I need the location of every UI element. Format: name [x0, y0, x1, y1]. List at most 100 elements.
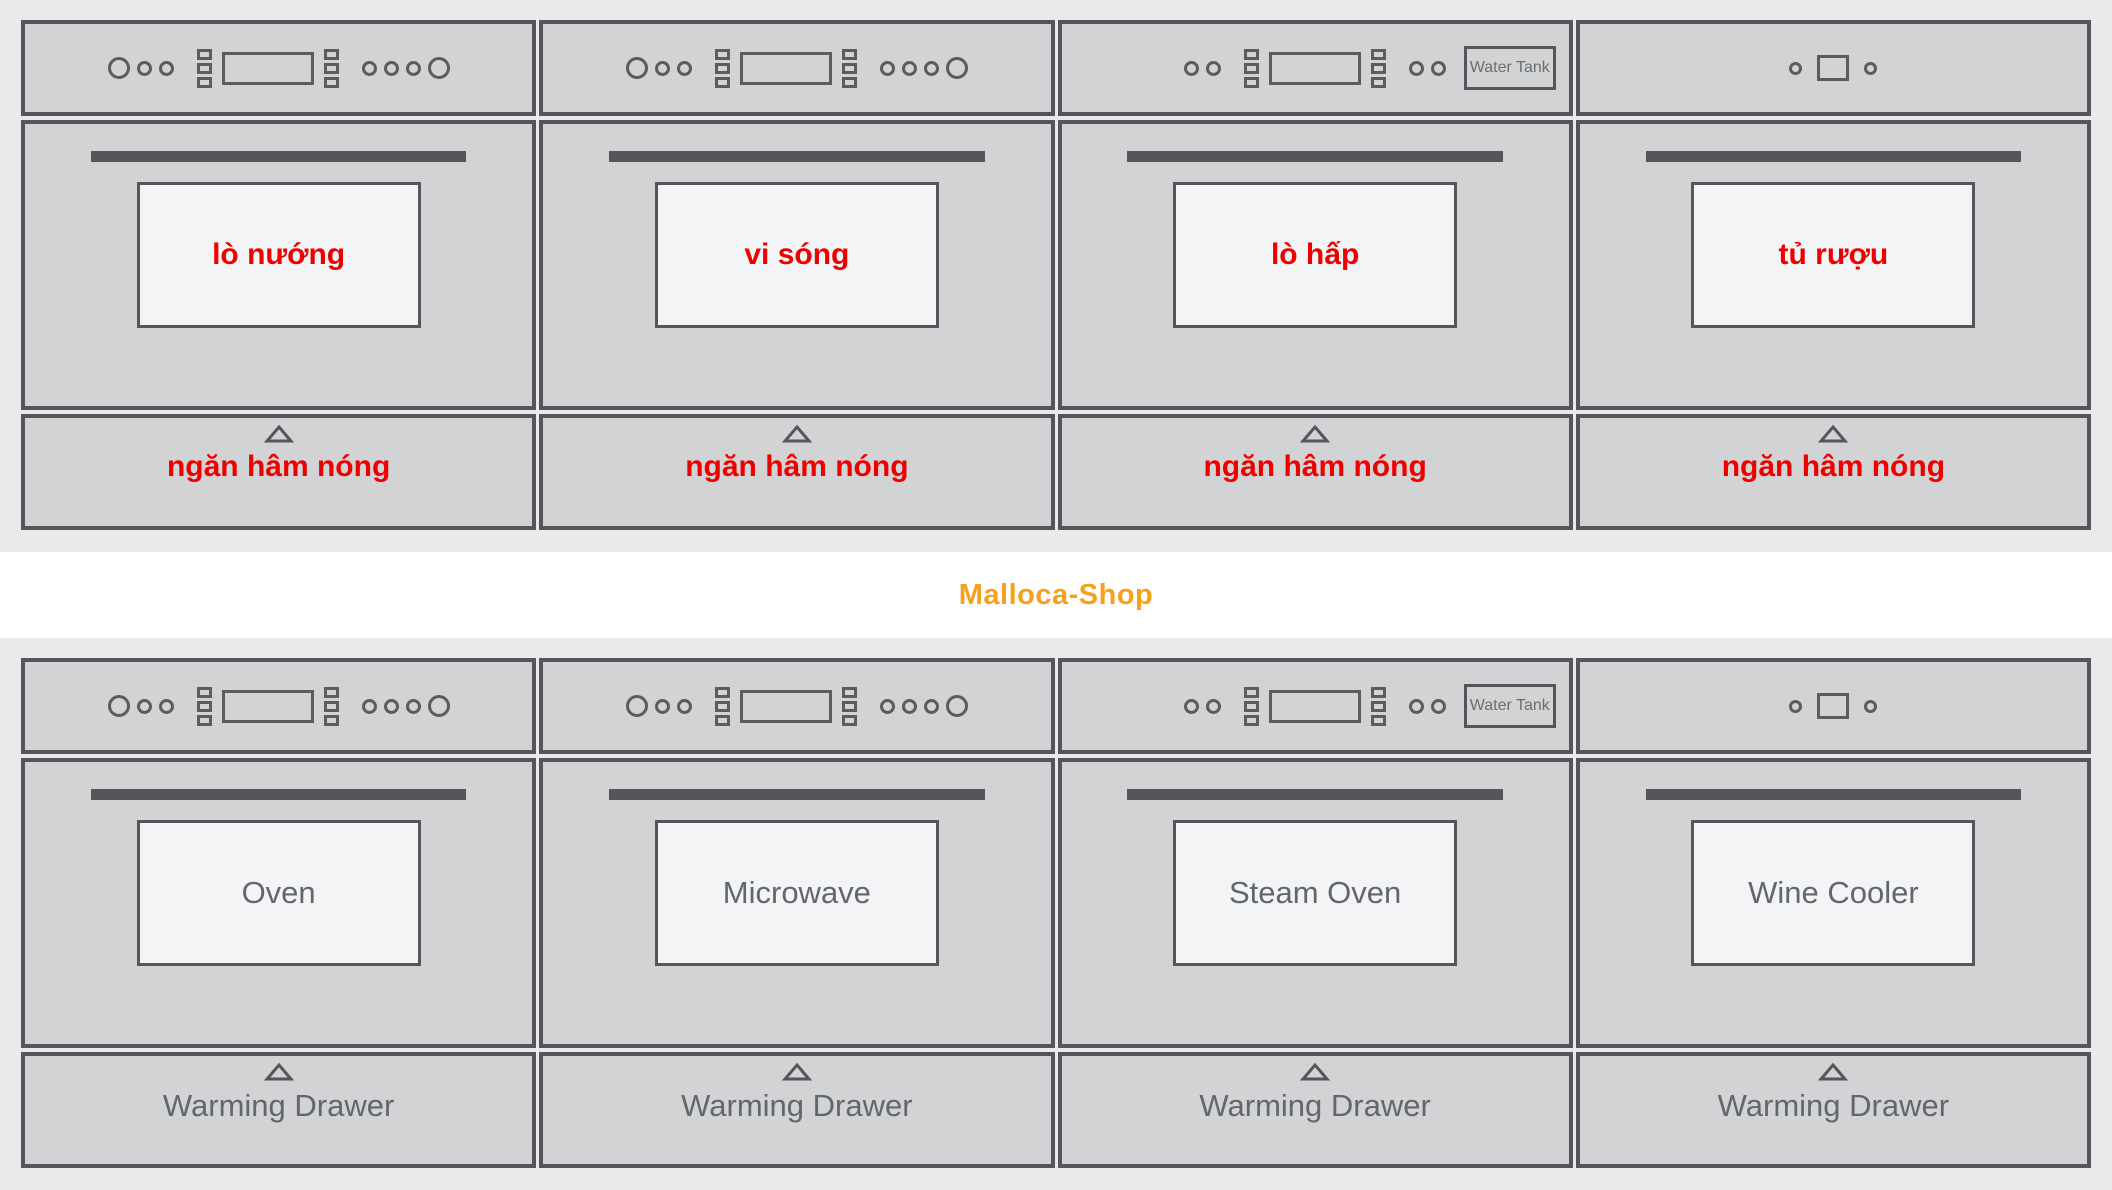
button-icon: [1184, 60, 1200, 76]
control-panel-section: [1575, 658, 2091, 754]
appliance-row-vietnamese: lò nướng ngăn hâm nóng vi sóng ngăn hâm …: [21, 20, 2091, 530]
display-screen: [739, 51, 832, 85]
door-label: Oven: [241, 875, 316, 910]
button-stack-icon: [714, 48, 730, 88]
water-tank-badge: Water Tank: [1463, 46, 1556, 90]
drawer-label: Warming Drawer: [1717, 1088, 1950, 1123]
door-label: vi sóng: [744, 238, 850, 271]
button-icon: [1409, 60, 1425, 76]
button-icon: [383, 698, 399, 714]
drawer-arrow-icon: [263, 424, 294, 443]
door-window: lò nướng: [136, 182, 421, 328]
drawer-label: Warming Drawer: [162, 1088, 395, 1123]
button-icon: [923, 698, 939, 714]
warming-drawer-section: ngăn hâm nóng: [1575, 414, 2091, 530]
door-label: Steam Oven: [1228, 875, 1402, 910]
warming-drawer-section: ngăn hâm nóng: [1057, 414, 1573, 530]
appliance-panel-wine-cooler: Wine Cooler Warming Drawer: [1575, 658, 2091, 1168]
door-handle: [1127, 789, 1503, 800]
control-panel-section: [539, 658, 1055, 754]
control-group: [361, 695, 450, 717]
control-group: [625, 695, 692, 717]
control-group: [107, 695, 174, 717]
warming-drawer-section: Warming Drawer: [21, 1052, 537, 1168]
door-window: Steam Oven: [1173, 820, 1458, 966]
button-stack-icon: [323, 48, 339, 88]
button-icon: [676, 60, 692, 76]
warming-drawer-section: ngăn hâm nóng: [539, 414, 1055, 530]
button-stack-icon: [196, 48, 212, 88]
control-group: [1244, 48, 1387, 88]
warming-drawer-section: ngăn hâm nóng: [21, 414, 537, 530]
control-group: [625, 57, 692, 79]
control-panel-section: [1575, 20, 2091, 116]
button-icon: [901, 698, 917, 714]
door-handle: [1645, 789, 2022, 800]
button-icon: [1431, 60, 1447, 76]
control-group: [1184, 60, 1222, 76]
button-stack-icon: [841, 48, 857, 88]
button-icon: [136, 698, 152, 714]
control-panel-section: Water Tank: [1057, 658, 1573, 754]
appliance-panel-steam-oven: Water Tank lò hấp ngăn hâm nóng: [1057, 20, 1573, 530]
knob-icon: [427, 57, 450, 79]
control-icons: [107, 48, 450, 88]
button-icon: [1789, 699, 1803, 713]
door-window: tủ rượu: [1691, 182, 1976, 328]
button-icon: [676, 698, 692, 714]
control-group: [714, 48, 857, 88]
button-icon: [923, 60, 939, 76]
button-icon: [158, 698, 174, 714]
button-icon: [361, 60, 377, 76]
control-icons: [1184, 48, 1447, 88]
button-icon: [158, 60, 174, 76]
drawer-arrow-icon: [1300, 1062, 1331, 1081]
display-screen: [1269, 689, 1362, 723]
door-window: vi sóng: [654, 182, 939, 328]
warming-drawer-section: Warming Drawer: [1575, 1052, 2091, 1168]
door-section: lò hấp: [1057, 120, 1573, 410]
door-label: tủ rượu: [1778, 238, 1889, 271]
drawer-label: Warming Drawer: [681, 1088, 913, 1123]
control-panel-section: [21, 20, 537, 116]
control-panel-section: [539, 20, 1055, 116]
door-label: Microwave: [722, 875, 871, 910]
appliance-panel-oven: lò nướng ngăn hâm nóng: [21, 20, 537, 530]
door-handle: [609, 151, 985, 162]
door-label: lò nướng: [212, 238, 346, 271]
button-icon: [1184, 698, 1200, 714]
button-stack-icon: [1371, 48, 1387, 88]
door-section: Wine Cooler: [1575, 758, 2091, 1048]
door-section: Steam Oven: [1057, 758, 1573, 1048]
control-group: [1184, 698, 1222, 714]
control-group: [1244, 686, 1387, 726]
warming-drawer-section: Warming Drawer: [539, 1052, 1055, 1168]
appliance-panel-oven: Oven Warming Drawer: [21, 658, 537, 1168]
control-icons: [1789, 693, 1878, 719]
drawer-label: Warming Drawer: [1199, 1088, 1431, 1123]
drawer-label: ngăn hâm nóng: [166, 450, 391, 483]
control-icons: [1789, 55, 1878, 81]
drawer-arrow-icon: [1300, 424, 1331, 443]
button-icon: [901, 60, 917, 76]
door-window: lò hấp: [1173, 182, 1458, 328]
button-icon: [405, 698, 421, 714]
control-group: [879, 57, 968, 79]
door-label: Wine Cooler: [1748, 875, 1919, 910]
watermark-band: Malloca-Shop: [0, 552, 2112, 638]
knob-icon: [625, 57, 648, 79]
control-icons: [1184, 686, 1447, 726]
button-icon: [1409, 698, 1425, 714]
button-icon: [654, 698, 670, 714]
display-screen: [1817, 55, 1850, 81]
water-tank-badge: Water Tank: [1463, 684, 1556, 728]
control-panel-section: Water Tank: [1057, 20, 1573, 116]
button-icon: [1206, 60, 1222, 76]
door-handle: [609, 789, 985, 800]
button-icon: [1864, 699, 1878, 713]
display-screen: [221, 51, 314, 85]
button-icon: [383, 60, 399, 76]
door-window: Wine Cooler: [1691, 820, 1976, 966]
button-stack-icon: [1244, 686, 1260, 726]
